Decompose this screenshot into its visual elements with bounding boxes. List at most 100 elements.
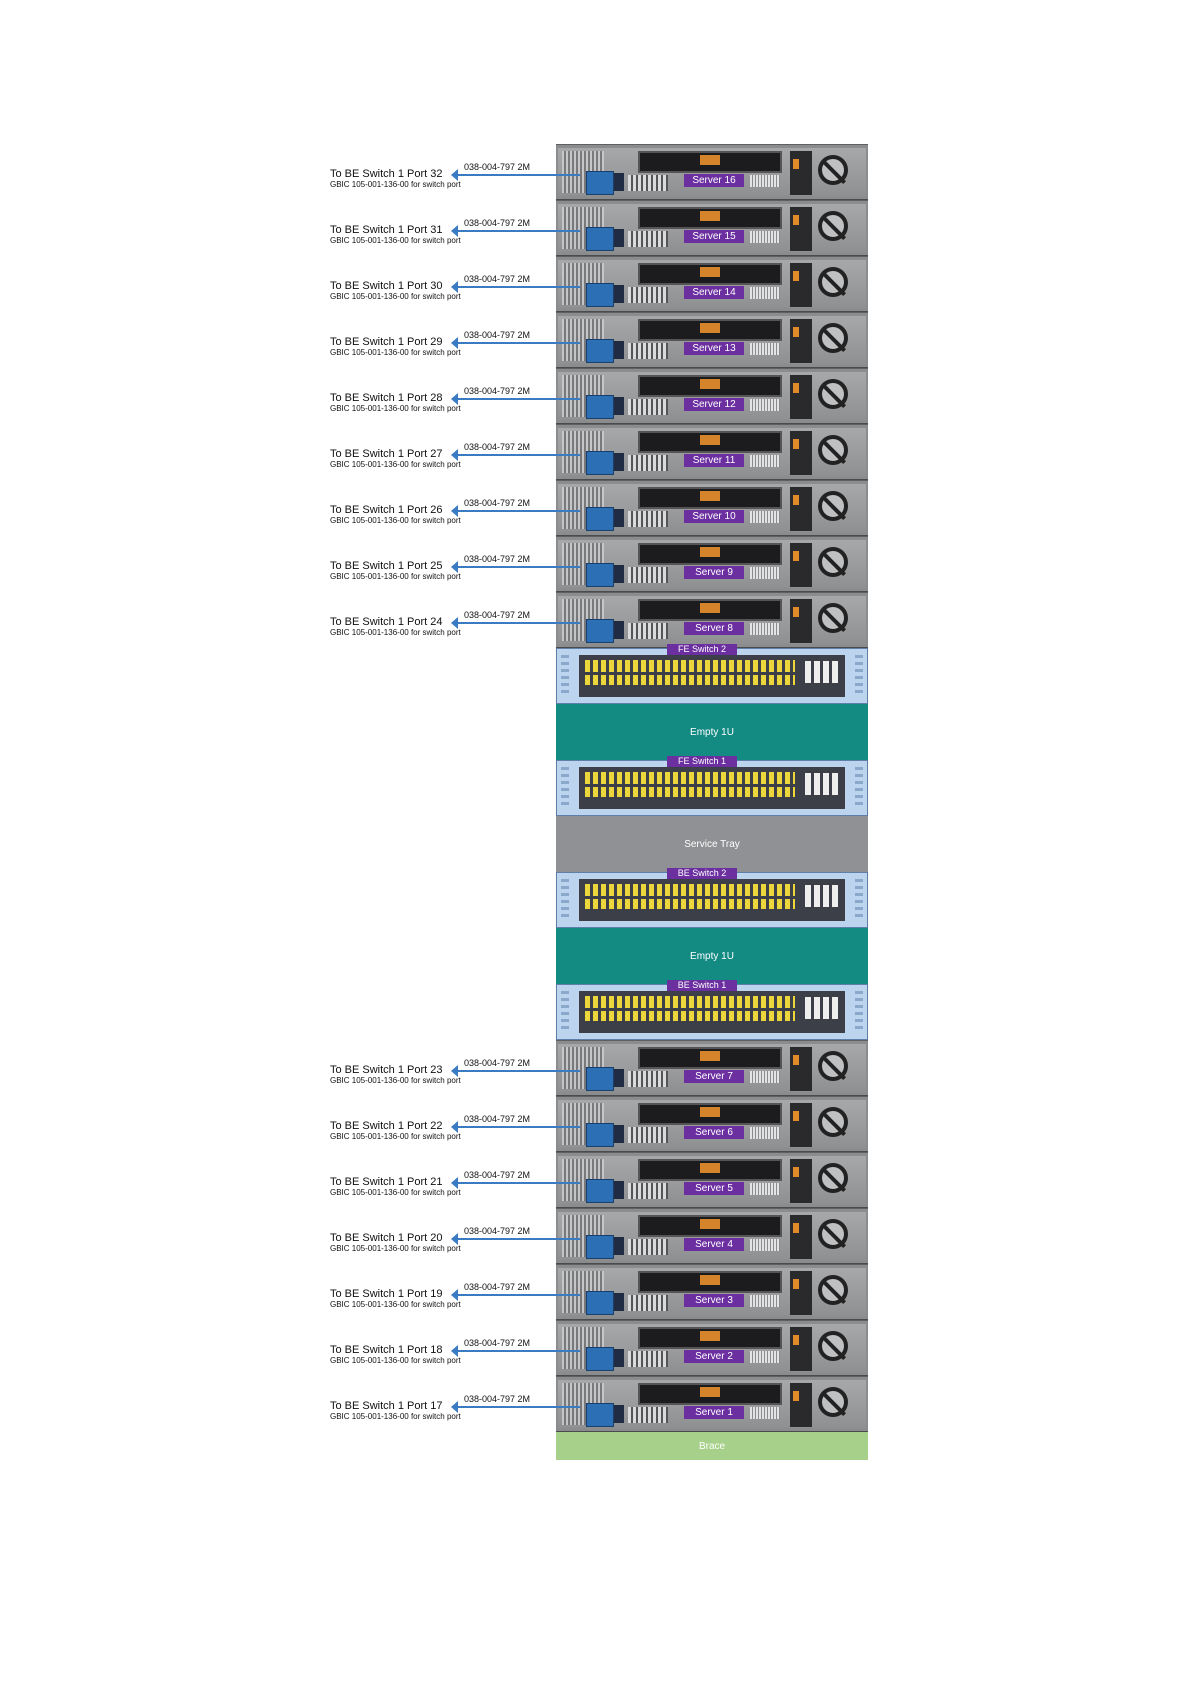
fan-icon	[818, 155, 848, 185]
fan-icon	[818, 547, 848, 577]
usb-port-icon	[614, 173, 624, 191]
cable-part-label: 038-004-797 2M	[464, 1394, 531, 1404]
gbic-label: GBIC 105-001-136-00 for switch port	[330, 1188, 461, 1197]
gbic-label: GBIC 105-001-136-00 for switch port	[330, 628, 461, 637]
usb-port-icon	[614, 1125, 624, 1143]
server-label: Server 7	[684, 1070, 744, 1083]
power-supply-icon	[790, 1215, 812, 1259]
network-switch: FE Switch 2	[556, 644, 868, 704]
network-port-icon	[586, 395, 614, 419]
server-label: Server 15	[684, 230, 744, 243]
server-label: Server 16	[684, 174, 744, 187]
cable-line	[456, 1182, 580, 1184]
vent-grille	[750, 343, 780, 355]
cable-part-label: 038-004-797 2M	[464, 274, 531, 284]
server-label: Server 9	[684, 566, 744, 579]
power-supply-icon	[790, 1383, 812, 1427]
io-panel	[628, 455, 668, 471]
arrow-left-icon	[451, 1065, 458, 1077]
power-supply-icon	[790, 1103, 812, 1147]
usb-port-icon	[614, 1237, 624, 1255]
port-destination-label: To BE Switch 1 Port 22	[330, 1120, 443, 1132]
port-destination-label: To BE Switch 1 Port 26	[330, 504, 443, 516]
network-port-icon	[586, 339, 614, 363]
fan-icon	[818, 491, 848, 521]
usb-port-icon	[614, 1405, 624, 1423]
switch-label: BE Switch 1	[667, 980, 737, 991]
cable-part-label: 038-004-797 2M	[464, 162, 531, 172]
equipment-rack: Server 16 Server 15 Server 14 Server 13 Serv…	[556, 144, 868, 1460]
cable-line	[456, 1406, 580, 1408]
port-destination-label: To BE Switch 1 Port 29	[330, 336, 443, 348]
gbic-label: GBIC 105-001-136-00 for switch port	[330, 1076, 461, 1085]
cable-part-label: 038-004-797 2M	[464, 386, 531, 396]
cable-line	[456, 566, 580, 568]
drive-bay	[638, 431, 782, 453]
arrow-left-icon	[451, 617, 458, 629]
arrow-left-icon	[451, 225, 458, 237]
fan-icon	[818, 603, 848, 633]
drive-bay	[638, 1271, 782, 1293]
fan-icon	[818, 323, 848, 353]
server-unit: Server 10	[556, 480, 868, 536]
power-supply-icon	[790, 207, 812, 251]
arrow-left-icon	[451, 505, 458, 517]
port-destination-label: To BE Switch 1 Port 24	[330, 616, 443, 628]
cable-part-label: 038-004-797 2M	[464, 610, 531, 620]
server-unit: Server 12	[556, 368, 868, 424]
drive-bay	[638, 1383, 782, 1405]
cable-part-label: 038-004-797 2M	[464, 1114, 531, 1124]
switch-ports	[585, 787, 795, 797]
fan-icon	[818, 1331, 848, 1361]
arrow-left-icon	[451, 393, 458, 405]
network-port-icon	[586, 563, 614, 587]
io-panel	[628, 399, 668, 415]
empty-1u-slot: Empty 1U	[556, 928, 868, 984]
switch-body	[579, 879, 845, 921]
server-unit: Server 5	[556, 1152, 868, 1208]
drive-bay	[638, 1159, 782, 1181]
fan-icon	[818, 211, 848, 241]
drive-bay	[638, 599, 782, 621]
port-destination-label: To BE Switch 1 Port 18	[330, 1344, 443, 1356]
fan-icon	[818, 1107, 848, 1137]
fan-icon	[818, 435, 848, 465]
power-supply-icon	[790, 1047, 812, 1091]
server-label: Server 11	[684, 454, 744, 467]
cable-line	[456, 342, 580, 344]
usb-port-icon	[614, 1293, 624, 1311]
server-label: Server 3	[684, 1294, 744, 1307]
fan-icon	[818, 379, 848, 409]
server-label: Server 6	[684, 1126, 744, 1139]
drive-bay	[638, 1047, 782, 1069]
switch-label: FE Switch 1	[667, 756, 737, 767]
fan-icon	[818, 1051, 848, 1081]
gbic-label: GBIC 105-001-136-00 for switch port	[330, 1132, 461, 1141]
switch-label: FE Switch 2	[667, 644, 737, 655]
cable-line	[456, 1294, 580, 1296]
port-destination-label: To BE Switch 1 Port 28	[330, 392, 443, 404]
arrow-left-icon	[451, 337, 458, 349]
cable-line	[456, 1238, 580, 1240]
drive-bay	[638, 207, 782, 229]
server-label: Server 1	[684, 1406, 744, 1419]
io-panel	[628, 231, 668, 247]
server-label: Server 13	[684, 342, 744, 355]
io-panel	[628, 567, 668, 583]
power-supply-icon	[790, 1159, 812, 1203]
server-unit: Server 14	[556, 256, 868, 312]
port-destination-label: To BE Switch 1 Port 17	[330, 1400, 443, 1412]
power-supply-icon	[790, 263, 812, 307]
arrow-left-icon	[451, 1345, 458, 1357]
cable-part-label: 038-004-797 2M	[464, 442, 531, 452]
arrow-left-icon	[451, 1177, 458, 1189]
port-destination-label: To BE Switch 1 Port 25	[330, 560, 443, 572]
cable-line	[456, 1350, 580, 1352]
network-port-icon	[586, 1403, 614, 1427]
